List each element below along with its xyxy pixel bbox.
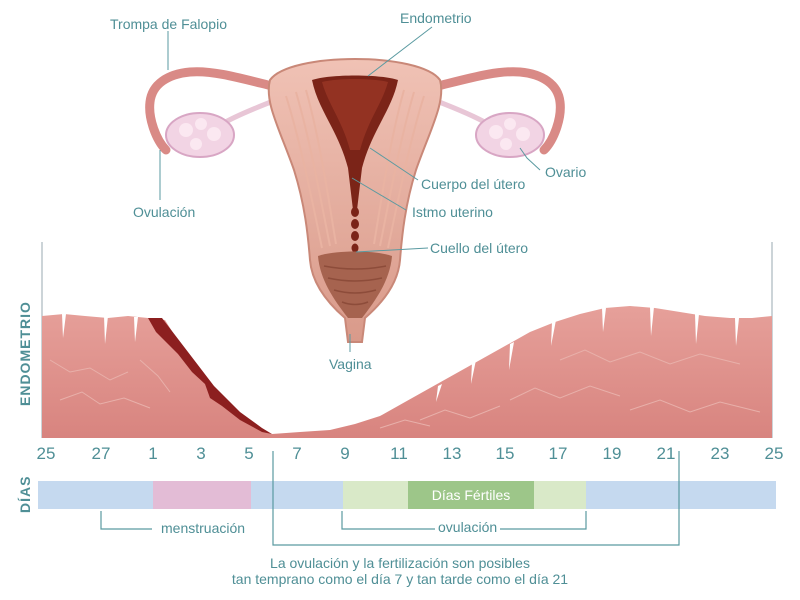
ovarian-ligament-right — [433, 97, 490, 127]
note-line-1: La ovulación y la fertilización son posi… — [270, 555, 530, 571]
day-label: 5 — [244, 444, 254, 463]
fallopian-tube-left — [145, 67, 277, 155]
menstruation-bracket — [100, 511, 152, 530]
vagina-canal — [318, 251, 392, 318]
fallopian-tube-label: Trompa de Falopio — [110, 16, 227, 32]
day-label: 19 — [602, 444, 622, 463]
fertile-days-segment — [408, 481, 534, 509]
day-label: 1 — [148, 444, 158, 463]
ovary-label: Ovario — [545, 164, 587, 180]
cervix-label: Cuello del útero — [430, 240, 529, 256]
menstruation-label: menstruación — [161, 520, 246, 536]
ovary-right — [475, 112, 545, 158]
day-label: 11 — [390, 444, 408, 463]
day-label: 13 — [442, 444, 462, 463]
endometrium-strip — [41, 242, 773, 438]
fertility-window-bracket — [272, 451, 680, 546]
day-label: 7 — [292, 444, 302, 463]
menstruation-segment — [153, 481, 251, 509]
day-label: 25 — [36, 444, 56, 463]
vaginal-rugae — [323, 265, 387, 306]
cycle-bar — [38, 481, 776, 509]
day-label: 27 — [91, 444, 111, 463]
day-label: 15 — [495, 444, 515, 463]
fallopian-tube-right — [433, 67, 565, 155]
menstrual-blood — [148, 318, 272, 434]
myometrium-fibers — [285, 89, 425, 249]
ovarian-ligament-left — [220, 97, 277, 127]
day-label: 25 — [764, 444, 784, 463]
uterine-isthmus-label: Istmo uterino — [412, 204, 493, 220]
cervical-canal — [351, 207, 359, 253]
uterus-illustration — [145, 58, 565, 343]
days-axis-title: DÍAS — [17, 475, 33, 513]
endometrium-veins — [49, 349, 761, 429]
endometrium-glands — [62, 307, 739, 402]
day-label: 21 — [656, 444, 676, 463]
ovulation-label: ovulación — [435, 519, 501, 535]
endometrium-axis-title: ENDOMETRIO — [17, 301, 33, 406]
note-line-2: tan temprano como el día 7 y tan tarde c… — [231, 571, 569, 587]
fertile-days-label: Días Fértiles — [431, 487, 511, 503]
vagina-label: Vagina — [329, 356, 372, 372]
ovary-left — [165, 112, 235, 158]
endometrium-tissue — [42, 306, 772, 438]
leader-lines — [159, 26, 541, 352]
day-label: 17 — [548, 444, 568, 463]
endometrium-label: Endometrio — [400, 10, 472, 26]
endometrium-lining — [322, 79, 388, 150]
day-label: 3 — [196, 444, 206, 463]
ovulation-anatomy-label: Ovulación — [133, 204, 196, 220]
uterus-body-label: Cuerpo del útero — [421, 176, 526, 192]
day-label: 23 — [710, 444, 730, 463]
day-label: 9 — [340, 444, 350, 463]
